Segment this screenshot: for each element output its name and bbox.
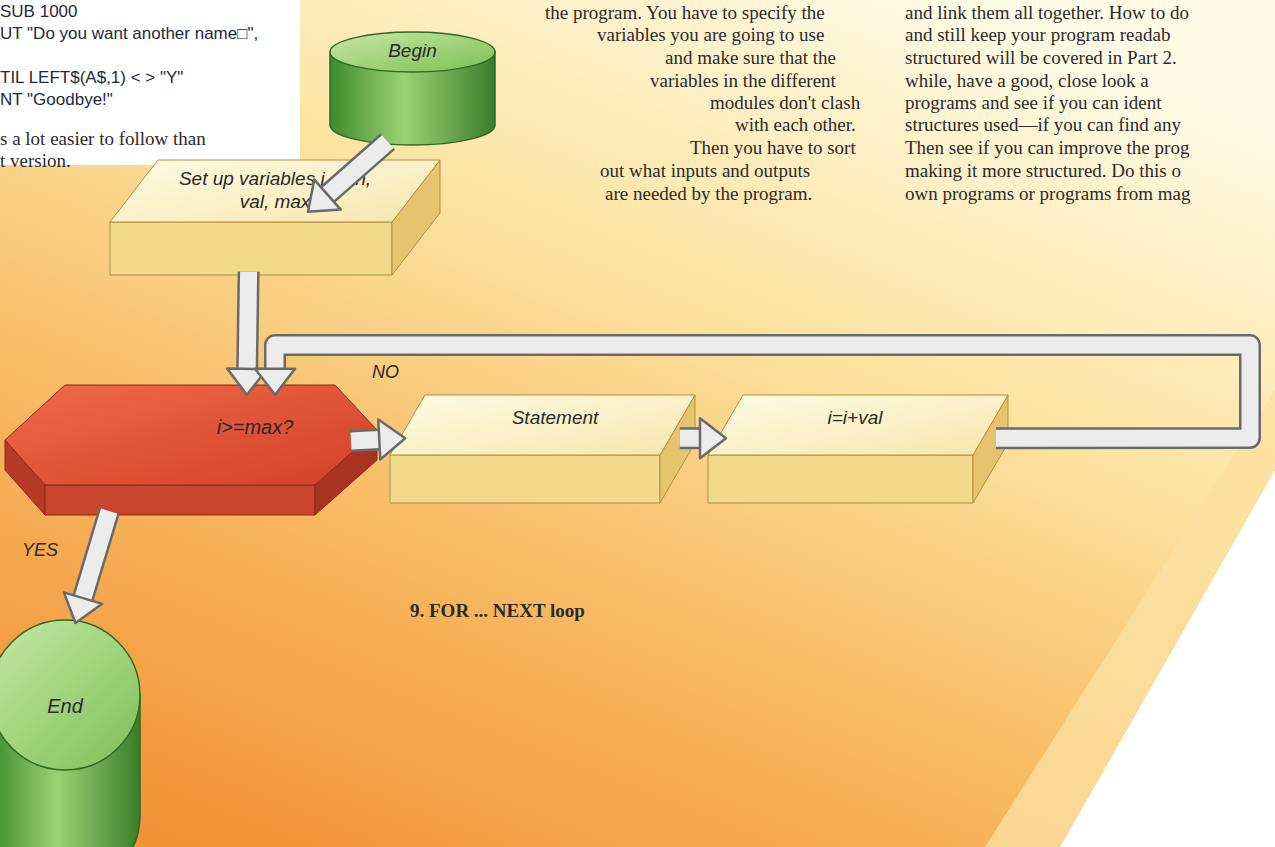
body-text: structured will be covered in Part 2.: [905, 47, 1177, 69]
node-label: i>=max?: [155, 415, 355, 439]
flow-arrow: [255, 345, 1250, 438]
box-front: [110, 222, 392, 275]
decision-box: i>=max?: [5, 385, 377, 525]
decision-top: [5, 385, 377, 485]
body-text: variables you are going to use: [597, 24, 824, 46]
body-text: while, have a good, close look a: [905, 70, 1149, 92]
decision-front: [45, 485, 315, 515]
node-outline: [0, 590, 140, 847]
arrow-outline: [275, 345, 1250, 438]
arrow-outline: [328, 142, 388, 195]
flow-arrow: [64, 511, 109, 623]
body-text: t version.: [0, 150, 71, 172]
body-text: programs and see if you can ident: [905, 92, 1161, 114]
arrow-head: [378, 420, 405, 460]
arrow-outline: [351, 440, 379, 441]
arrow-band: [328, 142, 388, 195]
box-top: [708, 395, 1008, 455]
arrow-head: [700, 418, 726, 458]
start-terminal: Begin: [330, 30, 495, 145]
flow-arrow: [680, 418, 726, 458]
body-text: structures used—if you can find any: [905, 114, 1181, 136]
arrow-head: [255, 369, 295, 395]
arrow-band: [351, 440, 379, 441]
process-box: i=i+val: [708, 395, 1008, 503]
edge-label: NO: [372, 362, 399, 383]
body-text: Then see if you can improve the prog: [905, 137, 1189, 159]
end-terminal: End: [0, 590, 140, 847]
node-label: Statement: [455, 407, 655, 430]
arrow-head: [64, 592, 102, 623]
process-box: Statement: [390, 395, 695, 503]
body-text: modules don't clash: [710, 92, 860, 114]
body-text: own programs or programs from mag: [905, 183, 1190, 205]
edge-label: YES: [22, 540, 58, 561]
arrow-outline: [83, 511, 109, 598]
body-text: and link them all together. How to do: [905, 2, 1189, 24]
box-top: [110, 160, 440, 222]
node-outline: [5, 385, 377, 525]
body-text: the program. You have to specify the: [545, 2, 825, 24]
body-text: out what inputs and outputs: [600, 160, 810, 182]
node-label: i=i+val: [755, 407, 955, 430]
body-text: Then you have to sort: [690, 137, 856, 159]
cylinder-top: [0, 620, 140, 770]
code-line: UT "Do you want another name□",: [0, 24, 258, 44]
box-top: [390, 395, 695, 455]
arrow-band: [83, 511, 109, 598]
node-label: End: [15, 694, 115, 718]
arrow-band: [247, 272, 248, 369]
body-text: s a lot easier to follow than: [0, 128, 206, 150]
process-box: Set up variables i, min, val, max: [110, 160, 440, 275]
figure-caption: 9. FOR ... NEXT loop: [410, 600, 585, 622]
arrow-outline: [680, 427, 700, 449]
cylinder-top: [330, 32, 495, 72]
code-line: TIL LEFT$(A$,1) < > "Y": [0, 68, 183, 88]
box-front: [390, 455, 660, 503]
light-stripe: [985, 390, 1275, 847]
arrow-band: [275, 345, 1250, 438]
code-line: NT "Goodbye!": [0, 90, 113, 110]
box-front: [708, 455, 973, 503]
node-label: Begin: [330, 40, 495, 63]
body-text: and make sure that the: [665, 47, 836, 69]
flow-arrow: [308, 142, 388, 212]
body-text: variables in the different: [650, 70, 836, 92]
body-text: and still keep your program readab: [905, 24, 1170, 46]
arrow-head: [308, 180, 341, 212]
body-text: making it more structured. Do this o: [905, 160, 1181, 182]
body-text: with each other.: [735, 114, 856, 136]
body-text: are needed by the program.: [605, 183, 812, 205]
arrow-band: [680, 430, 700, 447]
code-line: SUB 1000: [0, 2, 78, 22]
flow-arrow: [351, 420, 405, 460]
arrow-outline: [247, 272, 248, 369]
